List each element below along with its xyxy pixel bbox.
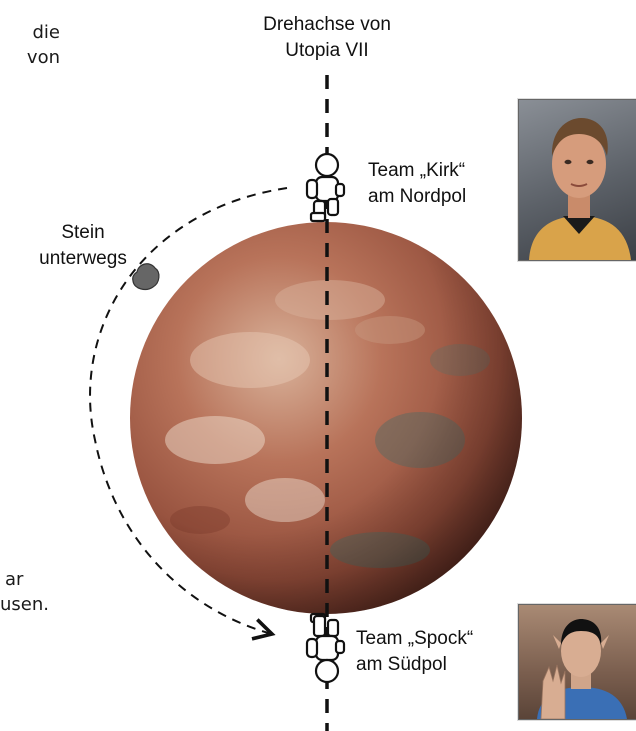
axis-label-line1: Drehachse von	[224, 12, 430, 38]
astronaut-north-icon	[307, 154, 344, 221]
stone-label: Stein unterwegs	[28, 220, 138, 272]
astronaut-south-icon	[307, 614, 344, 682]
team-north-label: Team „Kirk“ am Nordpol	[368, 158, 518, 210]
team-south-line2: am Südpol	[356, 652, 521, 678]
stone-label-line2: unterwegs	[28, 246, 138, 272]
team-south-line1: Team „Spock“	[356, 626, 521, 652]
team-north-line2: am Nordpol	[368, 184, 518, 210]
axis-label: Drehachse von Utopia VII	[224, 12, 430, 64]
axis-label-line2: Utopia VII	[224, 38, 430, 64]
portrait-spock-figure	[519, 605, 636, 719]
portrait-spock	[518, 604, 636, 720]
portrait-kirk	[518, 99, 636, 261]
stone-label-line1: Stein	[28, 220, 138, 246]
team-south-label: Team „Spock“ am Südpol	[356, 626, 521, 678]
portrait-kirk-figure	[519, 100, 636, 260]
team-north-line1: Team „Kirk“	[368, 158, 518, 184]
